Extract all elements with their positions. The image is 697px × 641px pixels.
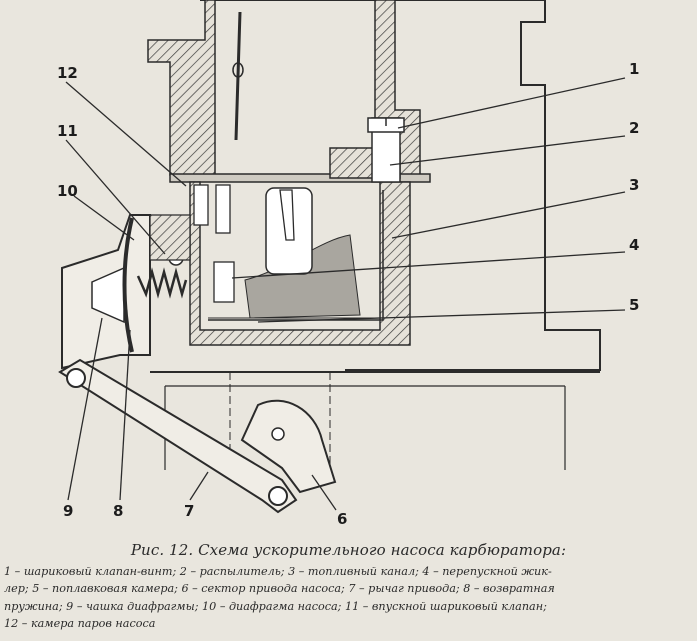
bypass-jet: [213, 261, 235, 303]
return-spring: [136, 267, 188, 299]
drive-sector-pivot: [271, 427, 285, 441]
pump-vapor-chamber: [149, 214, 191, 261]
caption-line: 12 – камера паров насоса: [4, 616, 156, 630]
float-lever: [279, 189, 295, 241]
lever-roller: [268, 486, 288, 506]
callout-11: 11: [57, 122, 78, 140]
callout-1: 1: [629, 60, 639, 78]
caption-line: 1 – шариковый клапан-винт; 2 – распылите…: [4, 565, 552, 578]
callout-2: 2: [629, 119, 639, 137]
callout-6: 6: [337, 510, 347, 528]
caption-line: пружина; 9 – чашка диафрагмы; 10 – диафр…: [4, 599, 547, 613]
air-horn-left-wall: [147, 0, 216, 176]
figure-caption: Рис. 12. Схема ускорительного насоса кар…: [0, 541, 697, 641]
caption-line: лер; 5 – поплавковая камера; 6 – сектор …: [4, 582, 555, 596]
float: [265, 187, 313, 275]
callout-7: 7: [184, 502, 194, 520]
drive-sector: [240, 399, 337, 494]
callout-12: 12: [57, 64, 78, 82]
fuel-channel: [208, 190, 384, 321]
caption-title: Рис. 12. Схема ускорительного насоса кар…: [130, 541, 567, 559]
drive-lever: [58, 358, 298, 514]
accelerator-pump-diagram: 1 2 3 4 5 6 7 8 9 10 11 12: [57, 0, 639, 528]
callout-5: 5: [629, 296, 639, 314]
carburetor-body-outline: [345, 0, 601, 371]
lever-pivot: [66, 368, 86, 388]
float-chamber-fuel: [244, 234, 361, 319]
caption-legend: 1 – шариковый клапан-винт; 2 – распылите…: [4, 563, 693, 632]
leader-lines: [65, 77, 626, 511]
jet-right: [215, 184, 231, 234]
cover-gasket: [169, 173, 431, 183]
choke-shaft: [234, 11, 242, 141]
callout-10: 10: [57, 182, 78, 200]
callout-3: 3: [629, 176, 639, 194]
callout-9: 9: [63, 502, 73, 520]
callout-8: 8: [113, 502, 123, 520]
choke-shaft-pivot: [232, 62, 244, 78]
diaphragm-cup: [91, 266, 125, 324]
callout-4: 4: [629, 236, 639, 254]
jet-left: [193, 184, 209, 226]
